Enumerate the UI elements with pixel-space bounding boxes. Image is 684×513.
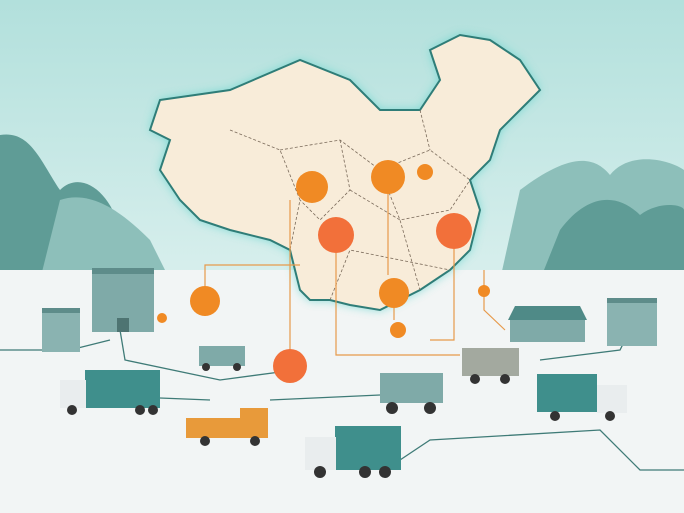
- route-lines: [204, 194, 506, 356]
- marker[interactable]: [379, 278, 409, 308]
- truck: [305, 426, 401, 478]
- trucks: [60, 346, 627, 478]
- depot-building: [508, 306, 587, 342]
- office-building: [42, 308, 80, 352]
- office-building: [607, 298, 657, 346]
- buildings: [42, 268, 657, 352]
- van: [199, 346, 245, 371]
- marker[interactable]: [390, 322, 406, 338]
- marker[interactable]: [190, 286, 220, 316]
- location-markers: [157, 160, 490, 383]
- marker[interactable]: [371, 160, 405, 194]
- truck: [60, 370, 160, 415]
- marker[interactable]: [436, 213, 472, 249]
- marker[interactable]: [273, 349, 307, 383]
- truck: [380, 373, 443, 414]
- truck: [186, 408, 268, 446]
- truck: [462, 348, 519, 384]
- marker[interactable]: [478, 285, 490, 297]
- marker[interactable]: [157, 313, 167, 323]
- marker[interactable]: [318, 217, 354, 253]
- marker[interactable]: [417, 164, 433, 180]
- marker[interactable]: [296, 171, 328, 203]
- warehouse-building: [92, 268, 154, 332]
- truck: [537, 374, 627, 421]
- background-hills: [0, 134, 684, 280]
